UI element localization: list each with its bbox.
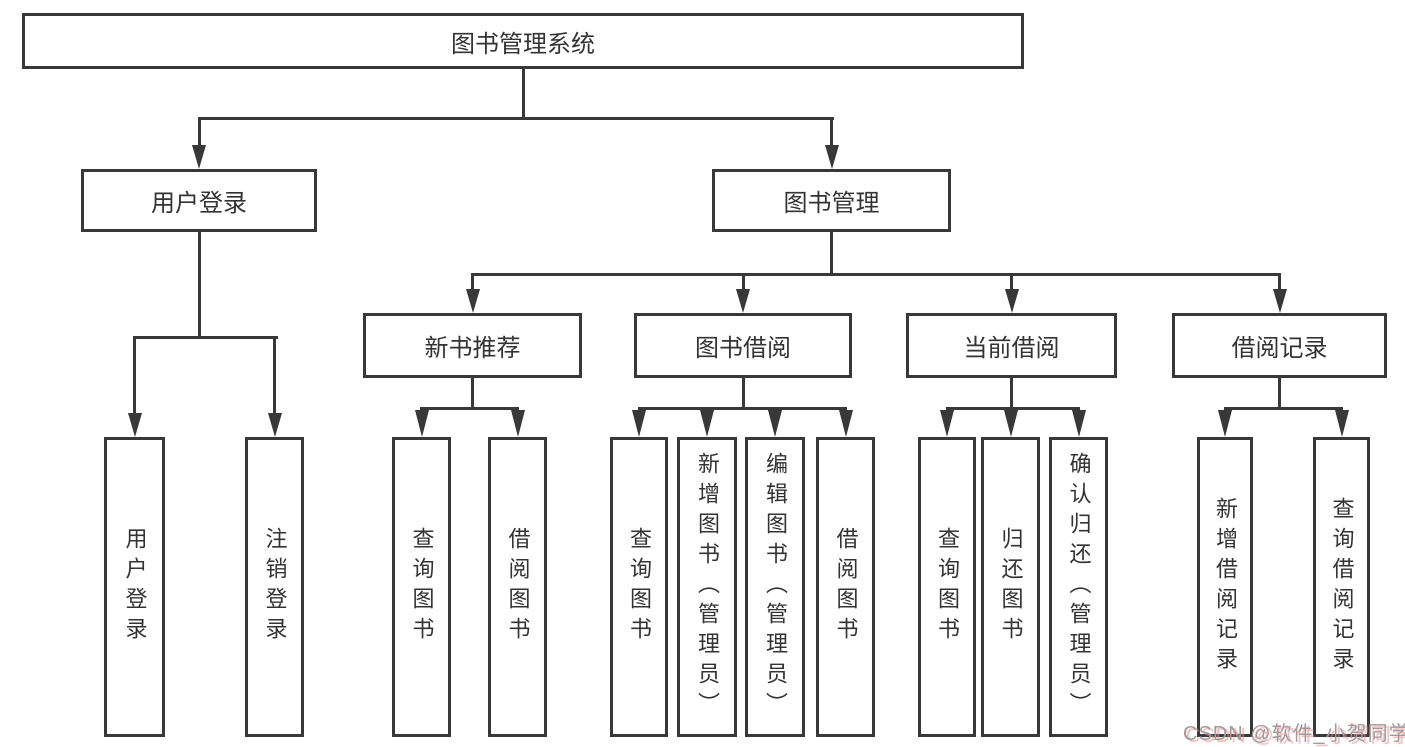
connector-drop-login-leaf — [132, 336, 136, 413]
arrowhead-query-books-recommend — [414, 410, 429, 437]
connector-user-login-stem — [197, 232, 201, 339]
connector-book-management-stem — [830, 232, 833, 276]
node-book-borrow: 图书借阅 — [634, 313, 852, 378]
arrowhead-edit-books — [768, 410, 782, 437]
connector-drop-user-login — [197, 117, 201, 145]
connector-current-borrow-stem — [1010, 378, 1013, 409]
leaf-user-login: 用户登录 — [104, 437, 165, 737]
arrowhead-add-books — [700, 410, 714, 437]
leaf-borrow-books-recommend: 借阅图书 — [488, 437, 547, 737]
arrowhead-new-book — [465, 289, 480, 313]
arrowhead-borrow-books-recommend — [510, 410, 525, 437]
leaf-query-books-recommend: 查询图书 — [392, 437, 451, 737]
arrowhead-add-borrow-record — [1218, 410, 1232, 437]
connector-borrow-records-bar — [1223, 407, 1343, 410]
arrowhead-return-books — [1003, 410, 1018, 437]
leaf-return-books: 归还图书 — [981, 437, 1040, 737]
leaf-confirm-return-admin: 确认归还（管理员） — [1049, 437, 1108, 737]
arrowhead-current-borrow — [1004, 289, 1019, 313]
node-user-login: 用户登录 — [81, 169, 317, 232]
connector-level3-bar — [471, 273, 1281, 276]
leaf-query-books-current: 查询图书 — [918, 437, 976, 737]
connector-level2-bar — [197, 117, 834, 120]
arrowhead-query-books-current — [940, 410, 954, 437]
connector-user-login-bar — [132, 336, 278, 339]
connector-new-book-stem — [471, 378, 474, 409]
connector-current-borrow-bar — [945, 407, 1080, 410]
connector-drop-borrow-records — [1278, 273, 1281, 292]
node-current-borrow: 当前借阅 — [906, 313, 1117, 378]
arrowhead-book-borrow — [736, 289, 750, 313]
arrowhead-confirm-return — [1071, 410, 1086, 437]
leaf-query-books-borrow: 查询图书 — [610, 437, 668, 737]
arrowhead-borrow-books — [838, 410, 853, 437]
leaf-add-books-admin: 新增图书（管理员） — [677, 437, 737, 737]
connector-root-stem — [521, 69, 525, 120]
connector-drop-logout-leaf — [273, 336, 276, 413]
connector-drop-book-borrow — [741, 273, 745, 292]
leaf-edit-books-admin: 编辑图书（管理员） — [745, 437, 805, 737]
leaf-add-borrow-record: 新增借阅记录 — [1197, 437, 1253, 737]
arrowhead-login-leaf — [127, 413, 142, 437]
arrowhead-book-management — [824, 145, 839, 169]
arrowhead-borrow-records — [1272, 289, 1287, 313]
watermark: CSDN @软件_小贺同学 — [1183, 723, 1405, 745]
connector-drop-new-book — [471, 273, 474, 292]
arrowhead-query-borrow-record — [1334, 410, 1349, 437]
leaf-query-borrow-record: 查询借阅记录 — [1313, 437, 1370, 737]
arrowhead-user-login — [192, 145, 206, 169]
leaf-logout-login: 注销登录 — [245, 437, 304, 737]
node-root: 图书管理系统 — [22, 13, 1024, 69]
leaf-borrow-books: 借阅图书 — [816, 437, 875, 737]
arrowhead-query-books-borrow — [632, 410, 646, 437]
connector-new-book-bar — [419, 407, 519, 410]
connector-book-borrow-bar — [637, 407, 847, 410]
node-new-book-recommend: 新书推荐 — [363, 313, 582, 378]
node-borrow-records: 借阅记录 — [1172, 313, 1387, 378]
connector-borrow-records-stem — [1278, 378, 1281, 409]
node-book-management: 图书管理 — [712, 169, 951, 232]
connector-book-borrow-stem — [741, 378, 745, 409]
connector-drop-book-management — [830, 117, 833, 145]
connector-drop-current-borrow — [1010, 273, 1013, 292]
arrowhead-logout-leaf — [267, 413, 282, 437]
